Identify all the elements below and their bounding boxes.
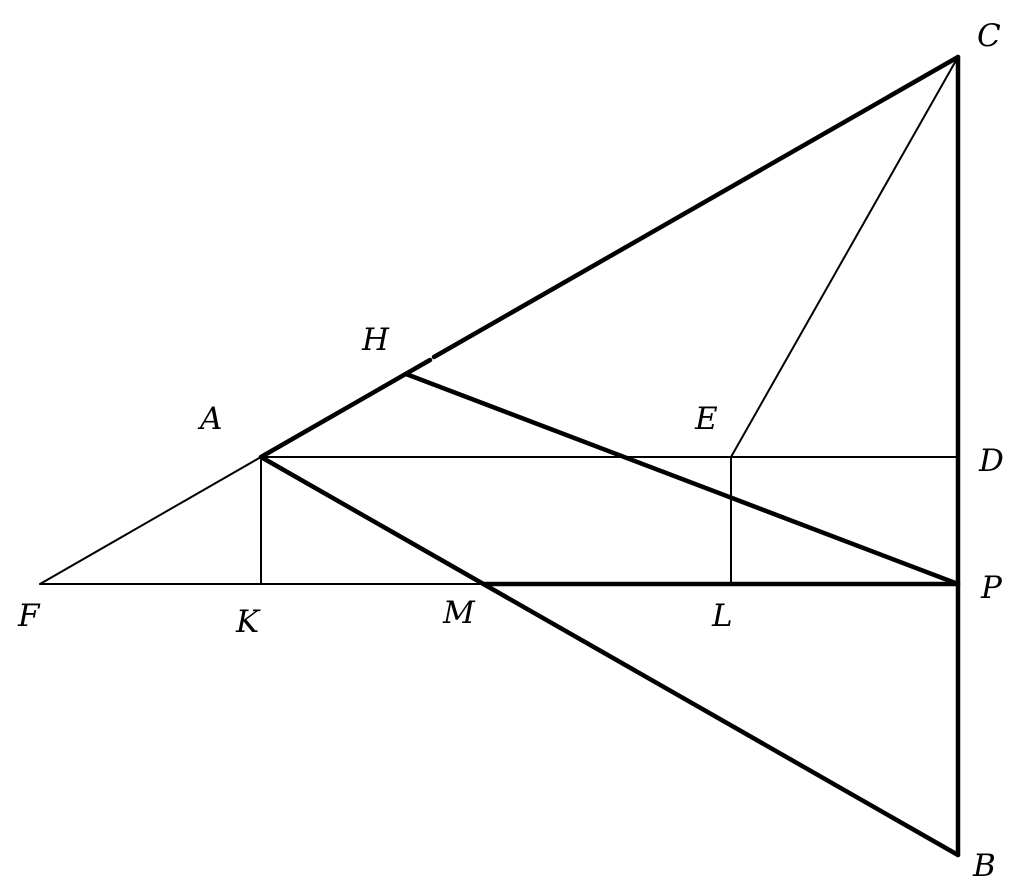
segment-CE: [730, 56, 959, 458]
label-D: D: [978, 443, 1004, 479]
segment-CA-lower: [258, 357, 433, 460]
label-E: E: [694, 401, 718, 437]
label-M: M: [442, 595, 476, 631]
segment-FA: [39, 456, 262, 585]
label-K: K: [235, 604, 261, 640]
segment-AB: [258, 454, 961, 858]
label-L: L: [711, 598, 733, 634]
label-B: B: [972, 848, 996, 884]
label-A: A: [197, 401, 222, 437]
segment-CA-upper: [431, 54, 961, 360]
label-C: C: [977, 18, 1001, 54]
label-F: F: [17, 598, 41, 634]
segment-HP: [403, 371, 961, 587]
label-P: P: [980, 570, 1003, 606]
label-H: H: [361, 322, 390, 358]
